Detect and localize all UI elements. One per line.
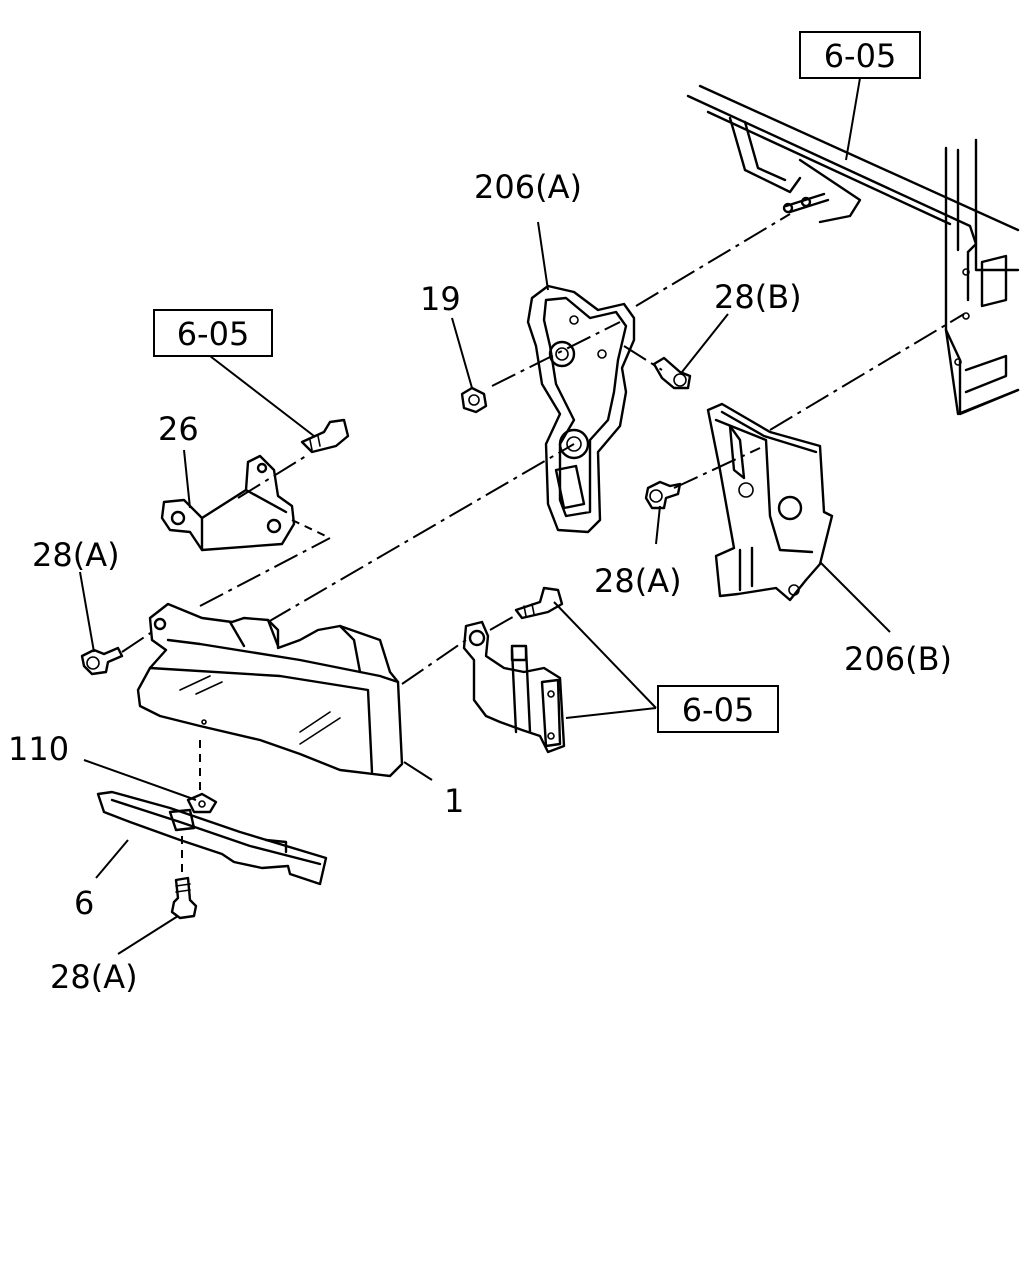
bolt-28b [652,356,692,390]
vehicle-front-panel [686,84,1020,416]
label-bolt-28a-right: 28(A) [594,562,682,600]
ref-box-top-right: 6-05 [799,31,921,79]
assembly-lines [121,213,965,878]
label-bolt-28a-left: 28(A) [32,536,120,574]
bolt-28a-bottom [170,876,198,920]
label-headlamp-1: 1 [444,782,464,820]
ref-label-bottom: 6-05 [682,691,755,729]
callout-labels: 206(A) 19 28(B) 26 28(A) 28(A) 206(B) 11… [8,168,952,996]
label-garnish-6: 6 [74,884,94,922]
headlamp-garnish [96,790,328,886]
headlamp-bracket-206a [526,284,636,534]
label-stay-26: 26 [158,410,199,448]
ref-box-bottom: 6-05 [657,685,779,733]
adjuster-bracket [462,620,566,754]
headlamp-stay-26 [160,454,296,552]
ref-label-left: 6-05 [177,315,250,353]
label-bracket-206a: 206(A) [474,168,582,206]
stud-adjuster [514,586,564,620]
ref-box-left: 6-05 [153,309,273,357]
ref-label-top-right: 6-05 [824,37,897,75]
bolt-stay [300,418,350,454]
nut-19 [460,386,488,414]
headlamp-bracket-206b [706,402,834,602]
headlamp-assembly [136,602,404,778]
label-clip-110: 110 [8,730,69,768]
bolt-28a-right [644,480,682,510]
clip-110 [186,792,218,814]
label-bolt-28a-bottom: 28(A) [50,958,138,996]
label-bracket-206b: 206(B) [844,640,952,678]
label-bolt-28b: 28(B) [714,278,802,316]
bolt-28a-left [80,646,124,676]
label-nut-19: 19 [420,280,461,318]
leader-lines [79,77,891,955]
